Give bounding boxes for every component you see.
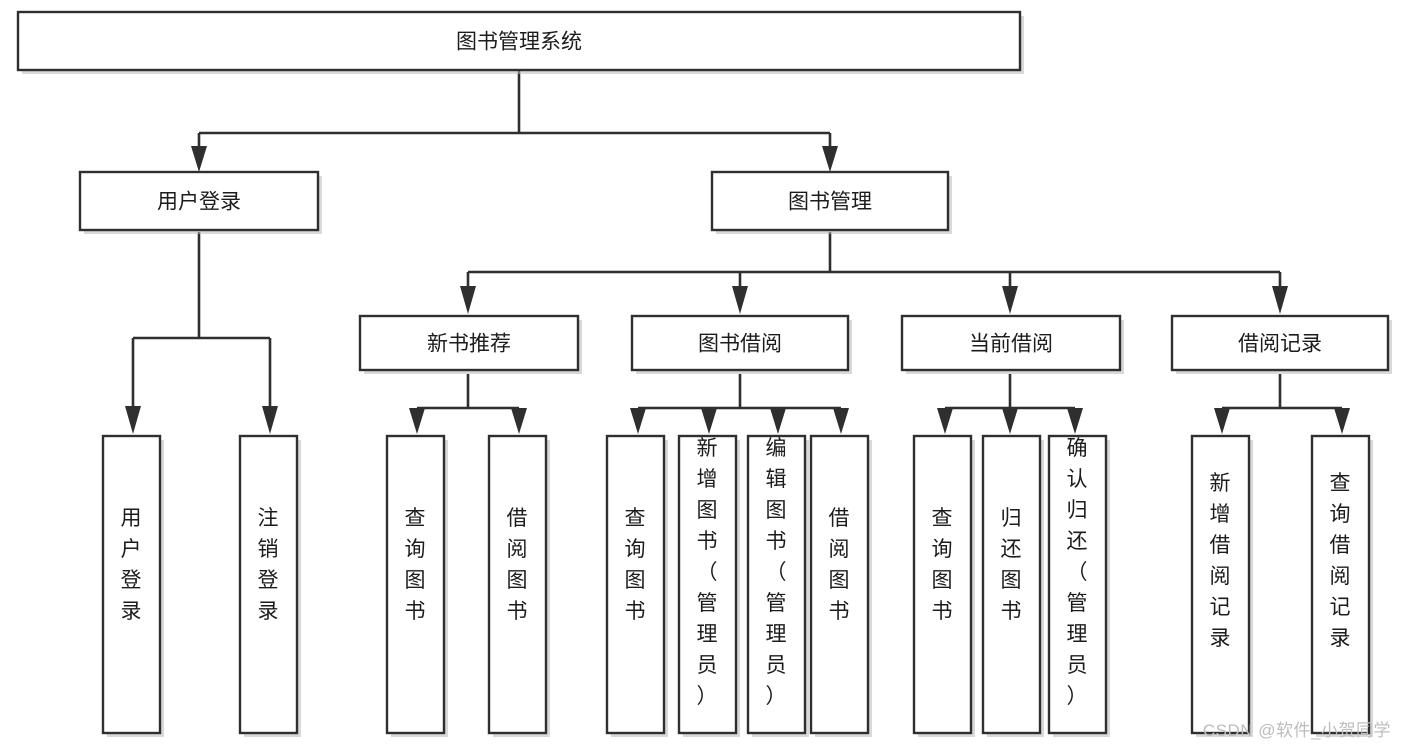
leaf-query-book-borrow[interactable]: 查询图书 <box>605 434 668 737</box>
connector-layer <box>125 70 1350 434</box>
arrow-borrow-to-leaf1 <box>630 408 646 434</box>
book-borrow-box <box>630 314 850 372</box>
user-login-label: 用户登录 <box>157 191 241 214</box>
node-root-system[interactable]: 图书管理系统 <box>16 10 1024 74</box>
leaf-add-book-admin[interactable]: 新增图书（管理员） <box>677 434 740 737</box>
leaf-logout[interactable]: 注销登录 <box>238 434 301 737</box>
node-new-book-recommendation[interactable]: 新书推荐 <box>358 314 582 374</box>
node-book-management[interactable]: 图书管理 <box>710 170 952 234</box>
leaf-return-book-box <box>981 434 1042 735</box>
leaf-borrow-book-newbook[interactable]: 借阅图书 <box>487 434 550 737</box>
leaf-query-borrow-record-box <box>1310 434 1371 735</box>
arrow-borrow-to-leaf3 <box>770 408 786 434</box>
leaf-confirm-return-admin-box <box>1047 434 1108 735</box>
node-user-login[interactable]: 用户登录 <box>78 170 322 234</box>
leaf-query-book-newbook-box <box>385 434 446 735</box>
leaf-add-borrow-record-label: 新增借阅记录 <box>1210 472 1231 650</box>
arrow-bookmgmt-to-borrow <box>732 286 748 314</box>
leaf-query-book-newbook[interactable]: 查询图书 <box>385 434 448 737</box>
arrow-current-to-leaf2 <box>1002 408 1018 434</box>
leaf-borrow-book-borrow[interactable]: 借阅图书 <box>809 434 872 737</box>
arrow-userlogin-to-leaf1 <box>125 406 141 434</box>
book-management-box <box>710 170 950 232</box>
leaf-edit-book-admin-label: 编辑图书（管理员） <box>766 437 787 708</box>
leaf-query-book-current[interactable]: 查询图书 <box>912 434 975 737</box>
arrow-record-to-leaf2 <box>1334 408 1350 434</box>
arrow-bookmgmt-to-record <box>1272 286 1288 314</box>
root-label: 图书管理系统 <box>456 31 582 54</box>
leaf-add-borrow-record[interactable]: 新增借阅记录 <box>1190 434 1253 737</box>
leaf-edit-book-admin[interactable]: 编辑图书（管理员） <box>746 434 809 737</box>
new-book-box <box>358 314 580 372</box>
leaf-query-book-newbook-label: 查询图书 <box>405 507 426 623</box>
leaf-return-book-label: 归还图书 <box>1001 507 1022 623</box>
new-book-label: 新书推荐 <box>427 333 511 356</box>
leaf-borrow-book-borrow-box <box>809 434 870 735</box>
user-login-box <box>78 170 320 232</box>
arrow-current-to-leaf1 <box>937 408 953 434</box>
leaf-query-book-current-label: 查询图书 <box>932 507 953 623</box>
leaf-query-borrow-record-label: 查询借阅记录 <box>1330 472 1351 650</box>
csdn-watermark: CSDN @软件_小贺同学 <box>1202 721 1391 740</box>
leaf-add-book-admin-box <box>677 434 738 735</box>
node-borrow-record[interactable]: 借阅记录 <box>1170 314 1392 374</box>
leaf-query-book-current-box <box>912 434 973 735</box>
arrow-userlogin-to-leaf2 <box>262 406 278 434</box>
leaf-logout-box <box>238 434 299 735</box>
leaf-query-book-borrow-label: 查询图书 <box>625 507 646 623</box>
leaf-add-book-admin-label: 新增图书（管理员） <box>697 437 718 708</box>
arrow-root-to-user-login <box>191 146 207 172</box>
leaf-return-book[interactable]: 归还图书 <box>981 434 1044 737</box>
arrow-bookmgmt-to-current <box>1002 286 1018 314</box>
book-borrow-label: 图书借阅 <box>698 333 782 356</box>
current-borrow-box <box>900 314 1122 372</box>
node-current-borrow[interactable]: 当前借阅 <box>900 314 1124 374</box>
arrow-bookmgmt-to-newbook <box>460 286 476 314</box>
arrow-current-to-leaf3 <box>1067 408 1083 434</box>
leaf-borrow-book-newbook-box <box>487 434 548 735</box>
arrow-newbook-to-leaf1 <box>409 408 425 434</box>
arrow-borrow-to-leaf4 <box>833 408 849 434</box>
root-box <box>16 10 1022 72</box>
node-book-borrow[interactable]: 图书借阅 <box>630 314 852 374</box>
leaf-query-book-borrow-box <box>605 434 666 735</box>
borrow-record-box <box>1170 314 1390 372</box>
arrow-record-to-leaf1 <box>1214 408 1230 434</box>
borrow-record-label: 借阅记录 <box>1238 333 1322 356</box>
current-borrow-label: 当前借阅 <box>969 333 1053 356</box>
leaf-edit-book-admin-box <box>746 434 807 735</box>
leaf-user-login-box <box>101 434 162 735</box>
leaf-borrow-book-borrow-label: 借阅图书 <box>829 507 850 623</box>
leaf-add-borrow-record-box <box>1190 434 1251 735</box>
leaf-confirm-return-admin-label: 确认归还（管理员） <box>1067 437 1088 708</box>
arrow-newbook-to-leaf2 <box>511 408 527 434</box>
leaf-user-login[interactable]: 用户登录 <box>101 434 164 737</box>
leaf-logout-label: 注销登录 <box>258 507 279 623</box>
leaf-borrow-book-newbook-label: 借阅图书 <box>507 507 528 623</box>
book-management-label: 图书管理 <box>788 191 872 214</box>
leaf-user-login-label: 用户登录 <box>121 507 142 623</box>
arrow-borrow-to-leaf2 <box>701 408 717 434</box>
leaf-confirm-return-admin[interactable]: 确认归还（管理员） <box>1047 434 1110 737</box>
leaf-query-borrow-record[interactable]: 查询借阅记录 <box>1310 434 1373 737</box>
arrow-root-to-book-mgmt <box>822 146 838 172</box>
